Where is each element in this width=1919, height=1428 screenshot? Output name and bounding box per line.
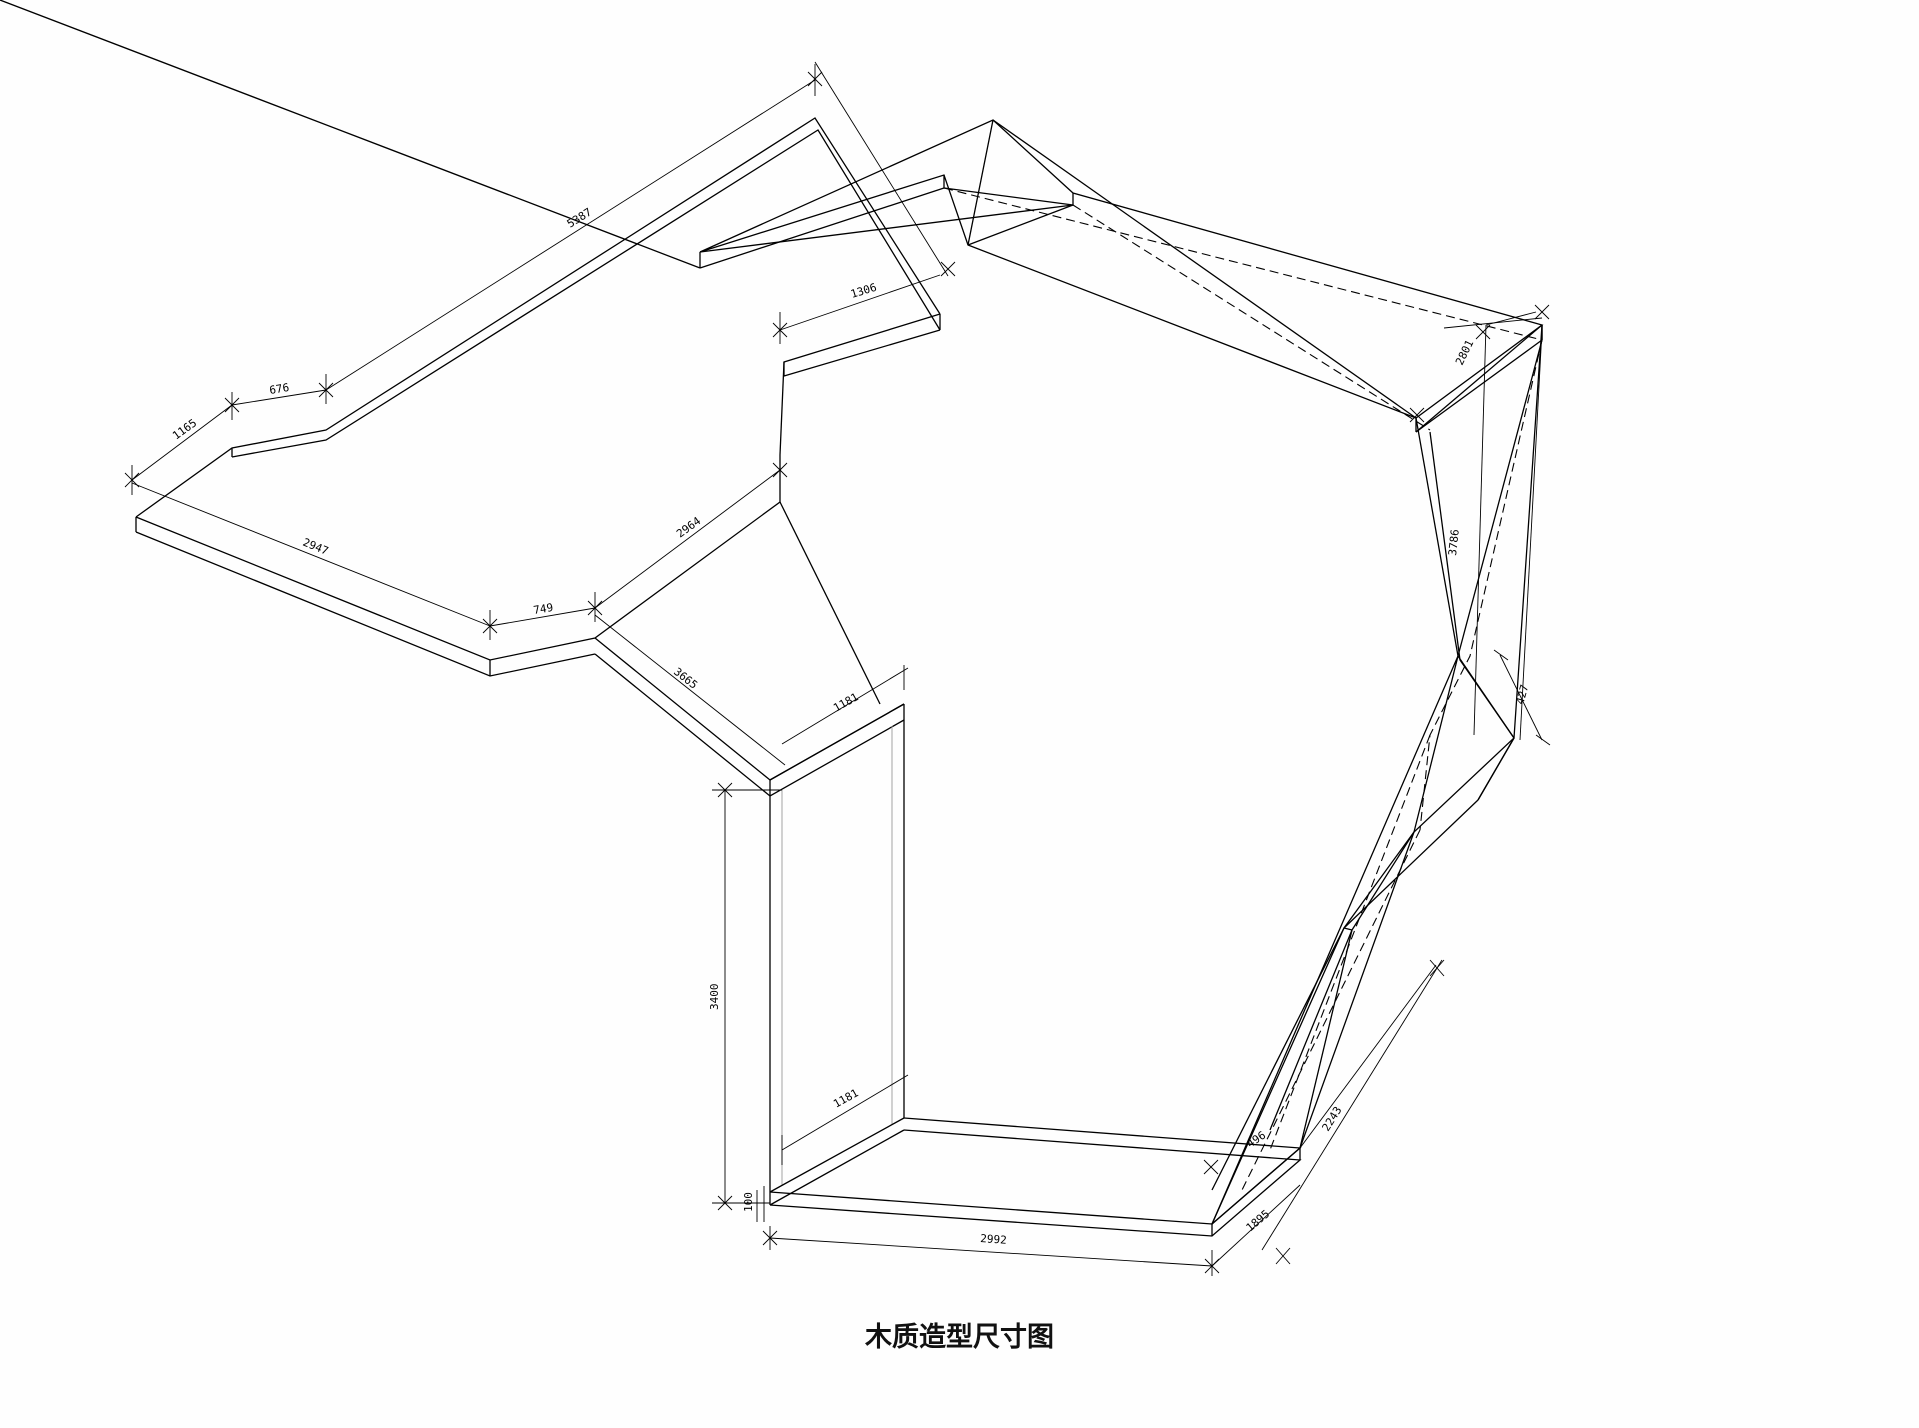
bottom-base xyxy=(762,1117,1302,1276)
lower-panel-dimension-lines xyxy=(712,665,909,1222)
dim-label-2992: 2992 xyxy=(980,1232,1007,1247)
dim-label-1895: 1895 xyxy=(1244,1207,1273,1234)
dim-label-1181-top: 1181 xyxy=(831,690,860,714)
right-dimension-lines xyxy=(1261,304,1551,1265)
upper-dimension-lines xyxy=(124,61,956,766)
dim-label-3786: 3786 xyxy=(1446,529,1462,557)
dimension-labels: 5387 1306 676 1165 2947 749 2964 3665 11… xyxy=(170,205,1531,1246)
dim-label-496: 496 xyxy=(1244,1129,1268,1151)
dim-label-749: 749 xyxy=(532,601,554,617)
dim-label-1181-bottom: 1181 xyxy=(831,1086,860,1110)
drawing-caption: 木质造型尺寸图 xyxy=(865,1322,1054,1353)
dim-label-1165: 1165 xyxy=(170,416,199,442)
right-twisted-column xyxy=(1211,324,1543,1225)
left-upper-counter xyxy=(135,117,941,677)
dim-label-2964: 2964 xyxy=(674,514,703,540)
dim-label-3665: 3665 xyxy=(671,665,700,692)
dim-label-3400: 3400 xyxy=(708,984,721,1011)
dim-label-5387: 5387 xyxy=(565,205,594,230)
top-wedge xyxy=(0,0,1544,433)
dim-label-2947: 2947 xyxy=(301,536,330,558)
dim-label-427: 427 xyxy=(1513,683,1531,706)
dim-label-2243: 2243 xyxy=(1320,1104,1345,1133)
lower-vertical-panel xyxy=(594,501,905,1206)
dim-label-2801: 2801 xyxy=(1453,338,1476,368)
dim-label-100: 100 xyxy=(742,1192,755,1212)
dim-label-676: 676 xyxy=(268,381,290,397)
